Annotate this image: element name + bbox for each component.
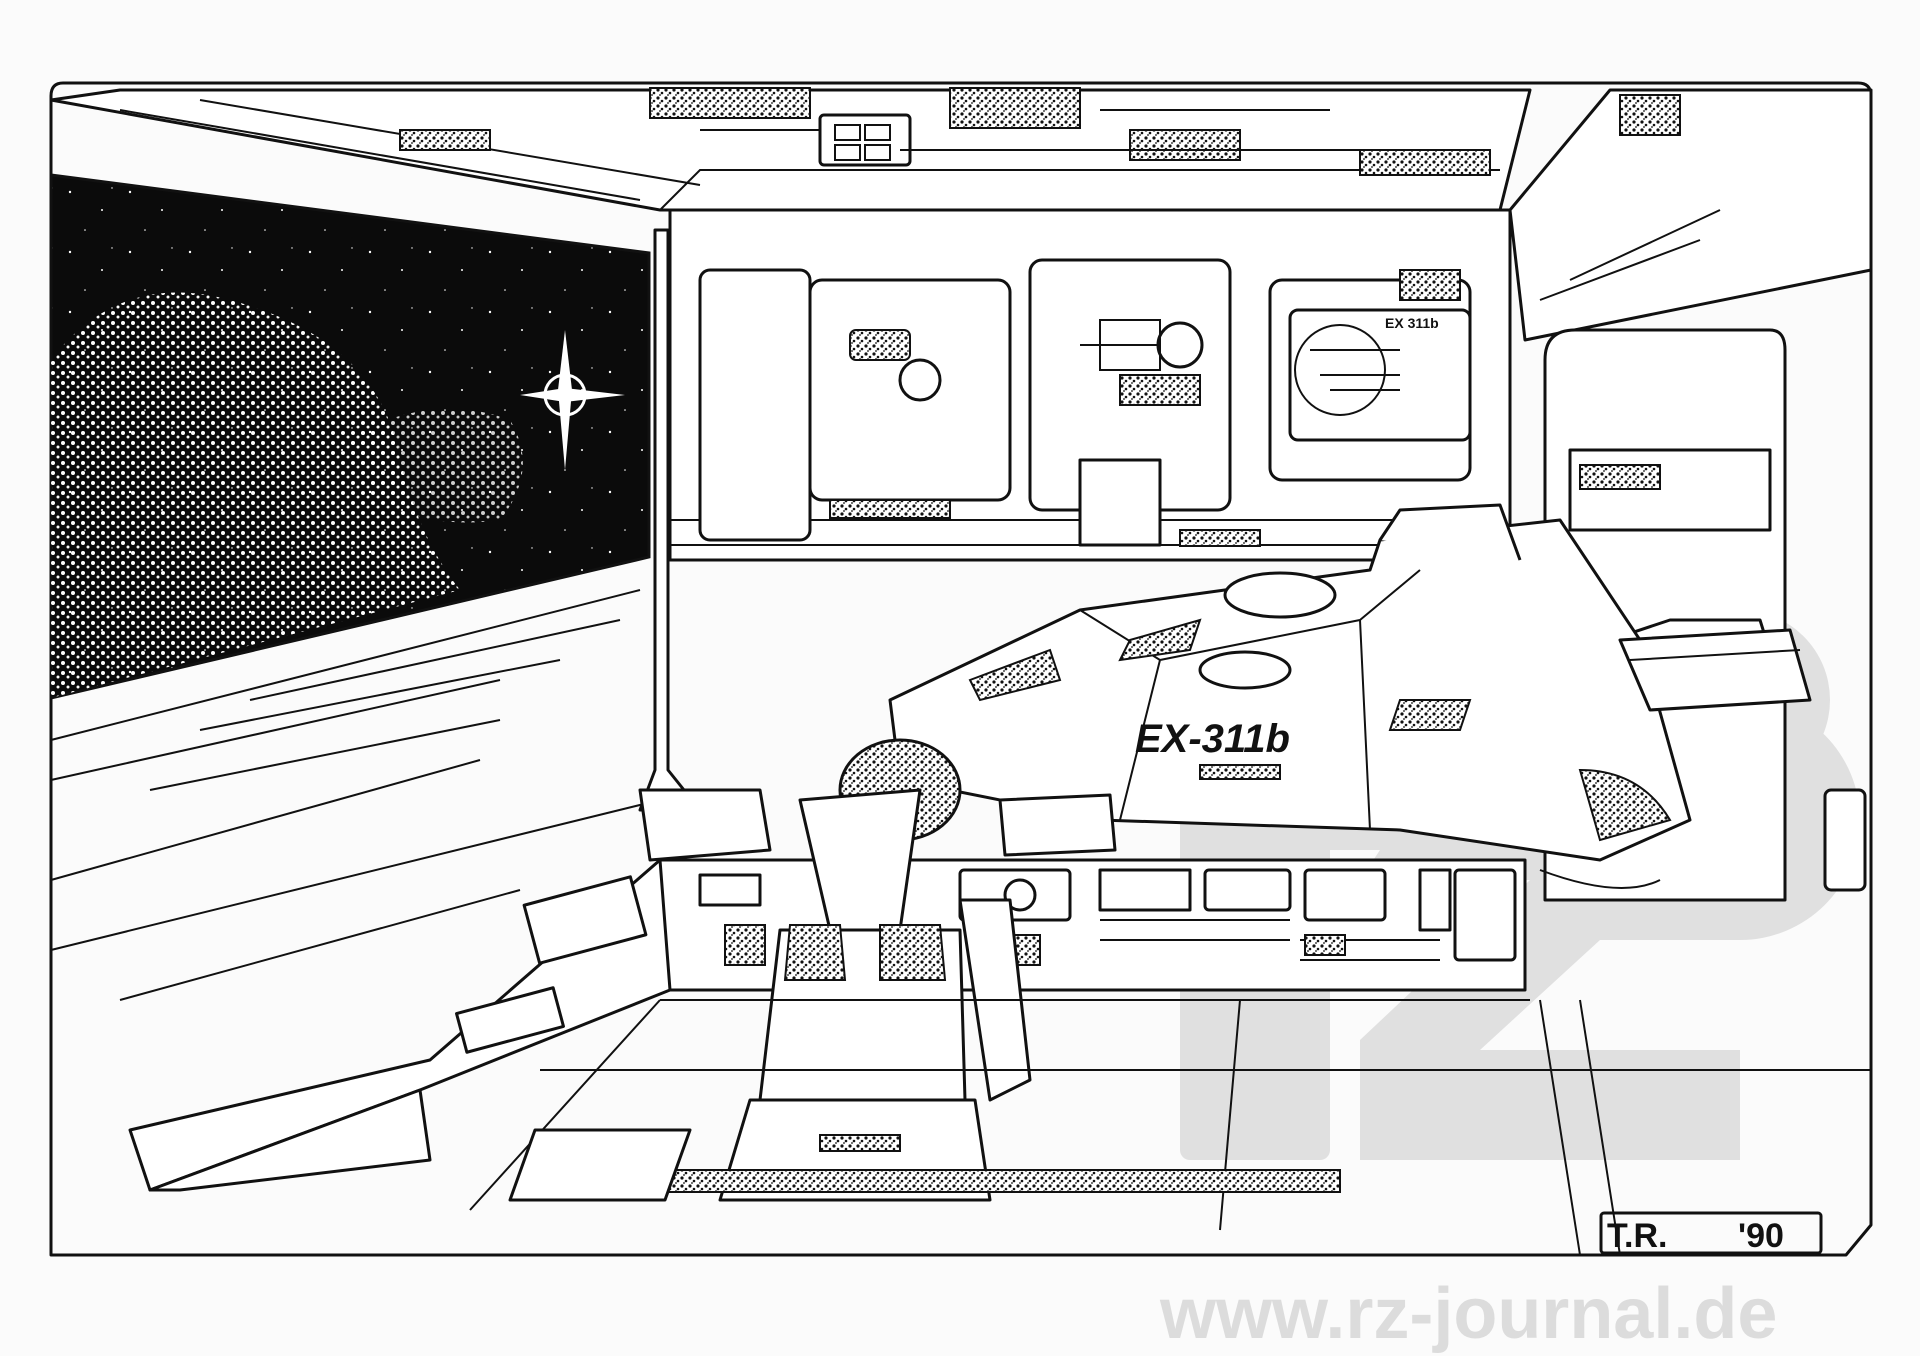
planet xyxy=(51,292,460,698)
artist-signature: T.R. '90 xyxy=(1599,1211,1823,1255)
ceiling xyxy=(49,87,1532,212)
drawing-frame xyxy=(49,81,1873,1257)
exit-door xyxy=(1078,458,1162,547)
hazard-landing-pad xyxy=(1618,628,1812,712)
spaceship: EX-311b xyxy=(888,503,1692,889)
ship-marking: EX-311b xyxy=(1135,717,1290,761)
info-screen: EX 311b xyxy=(1288,308,1472,442)
signature-initials: T.R. xyxy=(1607,1217,1667,1255)
signature-year: '90 xyxy=(1738,1217,1784,1255)
deck-floor-left xyxy=(50,589,661,1001)
screen-title: EX 311b xyxy=(1385,315,1439,331)
watermark-url: www.rz-journal.de xyxy=(1159,1274,1777,1354)
star-flare-icon xyxy=(520,330,625,470)
space-window xyxy=(49,173,651,700)
deck-floor xyxy=(469,999,1871,1256)
